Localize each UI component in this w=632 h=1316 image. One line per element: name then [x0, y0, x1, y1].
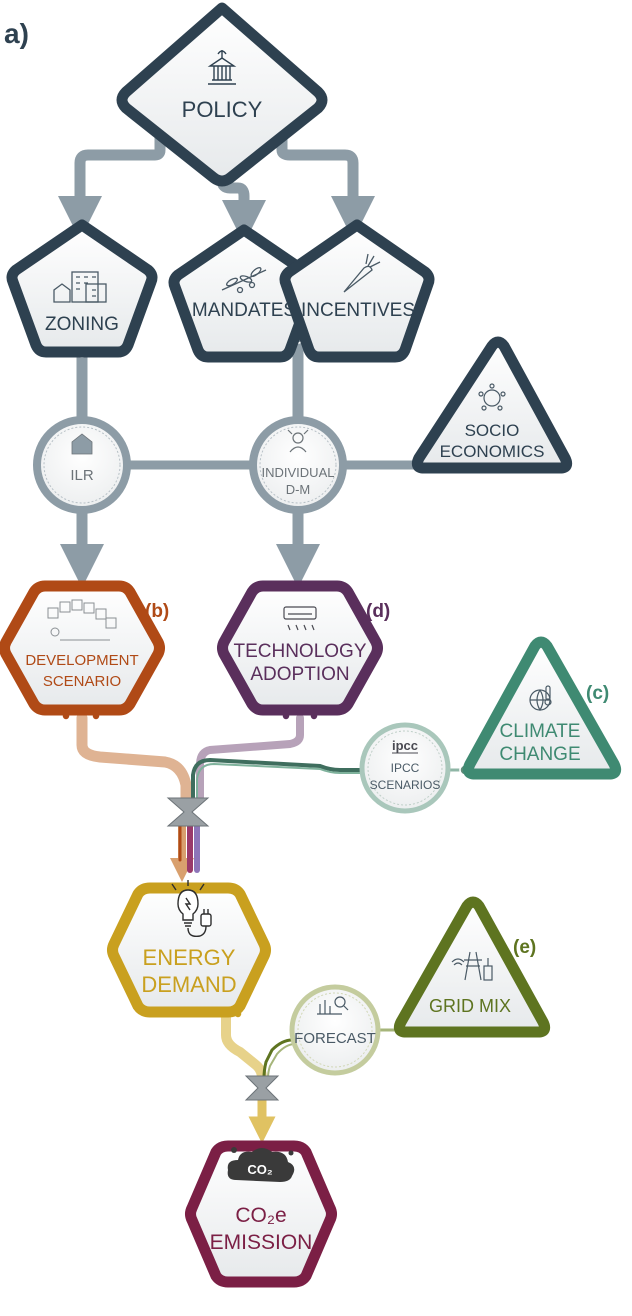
node-forecast: FORECAST — [289, 984, 381, 1076]
network-icon — [478, 383, 506, 411]
ipcc-label-2: SCENARIOS — [370, 778, 441, 792]
energy-label-2: DEMAND — [141, 972, 236, 997]
energy-label-1: ENERGY — [143, 945, 236, 970]
ipcc-logo: ipcc — [392, 738, 418, 753]
olive-branch-icon — [221, 267, 267, 294]
line-development-merge — [76, 712, 192, 806]
socio-label-2: ECONOMICS — [440, 442, 545, 461]
line-energy-merge — [221, 1011, 267, 1083]
node-climate-change: CLIMATE CHANGE (c) — [462, 636, 622, 780]
ac-unit-icon — [283, 606, 317, 631]
node-ipcc-scenarios: ipcc IPCC SCENARIOS — [359, 722, 451, 814]
node-zoning: ZONING — [6, 219, 158, 358]
lightbulb-plug-icon — [171, 880, 212, 938]
line-technology-merge — [196, 714, 304, 804]
node-incentives: INCENTIVES — [279, 219, 435, 363]
climate-label-2: CHANGE — [499, 744, 580, 765]
node-co2-emission: CO₂ CO₂e EMISSION — [185, 1140, 337, 1288]
arrow-policy-incentives — [276, 118, 375, 240]
forecast-label: FORECAST — [294, 1030, 376, 1047]
ipcc-label-1: IPCC — [391, 761, 420, 775]
node-policy: POLICY — [116, 2, 328, 187]
node-socio-economics: SOCIO ECONOMICS — [411, 336, 573, 474]
node-technology-adoption: TECHNOLOGY ADOPTION (d) — [217, 580, 390, 716]
grid-tag: (e) — [513, 937, 536, 958]
technology-tag: (d) — [366, 601, 390, 622]
development-tag: (b) — [145, 601, 169, 622]
connectors — [58, 118, 467, 1144]
climate-tag: (c) — [586, 683, 609, 704]
merge-symbol-1 — [166, 797, 210, 827]
arrow-policy-zoning — [58, 118, 166, 240]
node-development-scenario: DEVELOPMENT SCENARIO (b) — [0, 580, 169, 716]
globe-thermometer-icon — [529, 685, 552, 712]
co2-label-1: CO₂e — [235, 1204, 286, 1227]
incentives-label: INCENTIVES — [301, 300, 415, 321]
power-tower-icon — [451, 951, 493, 981]
line-forecast-merge — [262, 1038, 294, 1080]
grid-label: GRID MIX — [429, 996, 511, 1016]
individual-label-2: D-M — [286, 482, 311, 497]
panel-label: a) — [4, 18, 29, 49]
capitol-icon — [207, 50, 237, 85]
development-label-1: DEVELOPMENT — [25, 652, 138, 669]
magnifier-chart-icon — [317, 996, 349, 1015]
zoning-label: ZONING — [45, 314, 119, 335]
buildings-icon — [53, 271, 107, 303]
node-individual-dm: INDIVIDUAL D-M — [249, 416, 347, 514]
ilr-label: ILR — [70, 467, 94, 484]
development-label-2: SCENARIO — [43, 673, 121, 690]
node-ilr: ILR — [33, 416, 131, 514]
person-icon — [287, 429, 309, 453]
technology-label-1: TECHNOLOGY — [233, 641, 366, 662]
mandates-label: MANDATES — [192, 300, 296, 321]
merge-symbol-2 — [244, 1075, 280, 1101]
co2-cloud-icon: CO₂ — [227, 1147, 295, 1182]
node-energy-demand: ENERGY DEMAND — [107, 880, 271, 1018]
line-ipcc-merge — [191, 757, 364, 802]
node-mandates: MANDATES — [168, 224, 320, 363]
co2-label-2: EMISSION — [210, 1231, 313, 1254]
socio-label-1: SOCIO — [465, 421, 520, 440]
individual-label-1: INDIVIDUAL — [262, 465, 335, 480]
carrot-icon — [343, 253, 381, 293]
node-grid-mix: GRID MIX (e) — [393, 896, 551, 1038]
climate-label-1: CLIMATE — [500, 721, 581, 742]
co2-cloud-text: CO₂ — [247, 1162, 273, 1177]
scenario-sketch-icon — [47, 599, 117, 641]
policy-label: POLICY — [182, 97, 263, 122]
technology-label-2: ADOPTION — [250, 664, 349, 685]
house-icon — [71, 433, 93, 455]
